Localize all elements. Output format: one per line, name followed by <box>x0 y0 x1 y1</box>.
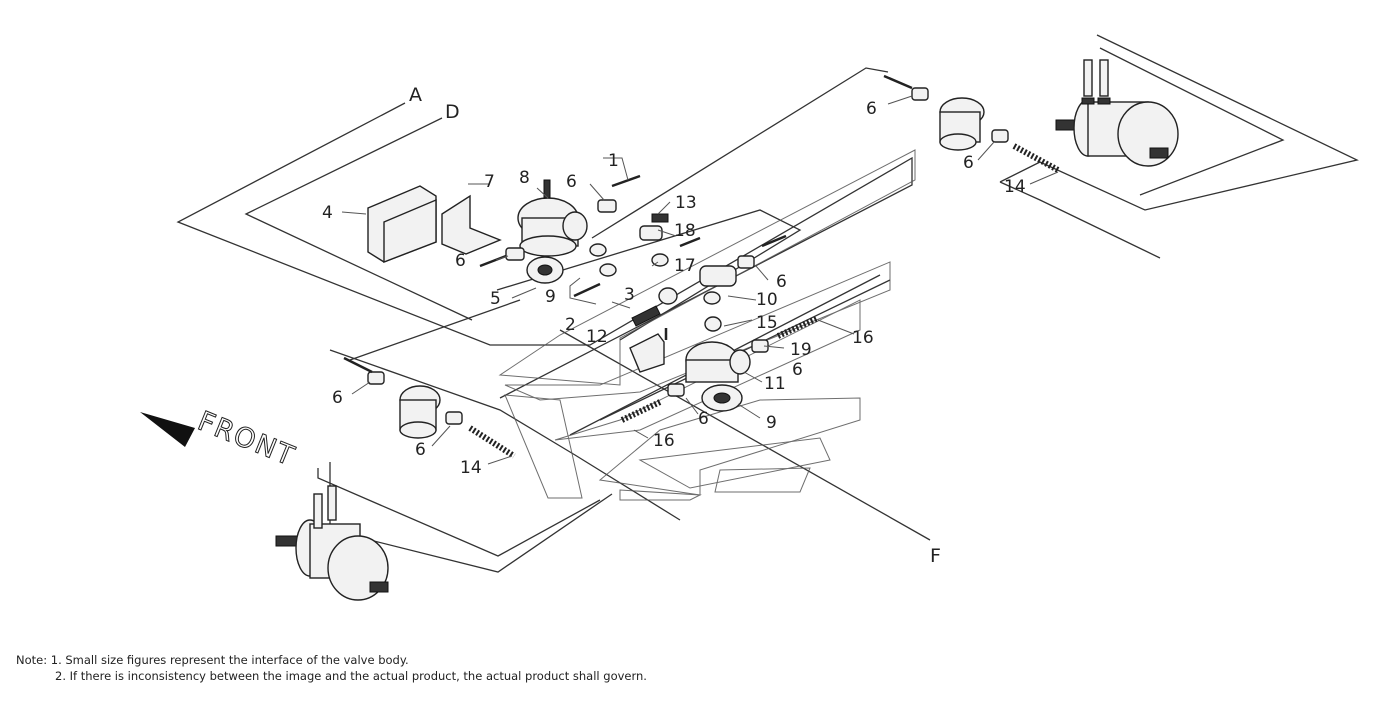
callout-6f: 6 <box>866 99 877 119</box>
callout-3: 3 <box>624 285 635 305</box>
callout-15: 15 <box>756 313 778 333</box>
callout-6d: 6 <box>792 360 803 380</box>
callout-12: 12 <box>586 327 608 347</box>
diagram-notes: Note: 1. Small size figures represent th… <box>16 652 647 684</box>
front-direction-indicator: FRONT <box>140 405 300 473</box>
fitting-part-12 <box>631 305 661 327</box>
bracket-part-7 <box>441 194 502 255</box>
callout-10: 10 <box>756 290 778 310</box>
callout-16a: 16 <box>852 328 874 348</box>
brake-chamber-left <box>275 485 389 601</box>
brake-chamber-right <box>1055 59 1179 167</box>
callout-6g: 6 <box>963 153 974 173</box>
abs-valve-right <box>939 97 985 151</box>
callout-6h: 6 <box>332 388 343 408</box>
callout-8: 8 <box>519 168 530 188</box>
bracket-part-4 <box>367 185 437 264</box>
callout-1: 1 <box>608 151 619 171</box>
parts <box>275 59 1179 601</box>
callout-leaders <box>341 95 1059 465</box>
callout-2: 2 <box>565 315 576 335</box>
relay-valve-part-8 <box>517 179 588 257</box>
chamber-cover-part-9 <box>701 384 743 412</box>
front-arrow-icon <box>140 412 195 447</box>
chamber-cover-part-5 <box>526 256 564 284</box>
callout-18: 18 <box>674 221 696 241</box>
route-letter-f: F <box>930 545 941 567</box>
callouts: 1 2 3 4 5 6 6 6 6 6 6 6 6 6 7 8 9 9 10 1… <box>322 99 1026 478</box>
callout-19: 19 <box>790 340 812 360</box>
watermark-logo <box>498 149 916 501</box>
tee-fitting-part-10 <box>699 265 737 305</box>
callout-4: 4 <box>322 203 333 223</box>
route-letter-a: A <box>409 84 422 106</box>
relay-valve-part-11 <box>685 341 751 383</box>
callout-7: 7 <box>484 172 495 192</box>
note-line-1: Note: 1. Small size figures represent th… <box>16 653 409 667</box>
route-letter-d: D <box>445 101 460 123</box>
small-bracket <box>629 333 665 373</box>
callout-11: 11 <box>764 374 786 394</box>
elbow-fitting-part-13 <box>639 213 669 241</box>
tube-pins <box>343 74 913 374</box>
callout-6e: 6 <box>698 409 709 429</box>
note-line-2: 2. If there is inconsistency between the… <box>55 669 647 683</box>
front-label: FRONT <box>193 406 299 473</box>
callout-5: 5 <box>490 289 501 309</box>
callout-17: 17 <box>674 256 696 276</box>
callout-9a: 9 <box>545 287 556 307</box>
callout-14b: 14 <box>460 458 482 478</box>
fitting-cluster-part-17 <box>589 243 678 305</box>
callout-6b: 6 <box>455 251 466 271</box>
callout-14a: 14 <box>1004 177 1026 197</box>
abs-valve-left <box>399 385 441 439</box>
fitting-part-15 <box>704 316 722 332</box>
callout-6i: 6 <box>415 440 426 460</box>
callout-9b: 9 <box>766 413 777 433</box>
connector-parts-6 <box>367 87 1009 425</box>
hose-parts <box>468 143 1060 459</box>
callout-6a: 6 <box>566 172 577 192</box>
callout-6c: 6 <box>776 272 787 292</box>
callout-13: 13 <box>675 193 697 213</box>
callout-16b: 16 <box>653 431 675 451</box>
